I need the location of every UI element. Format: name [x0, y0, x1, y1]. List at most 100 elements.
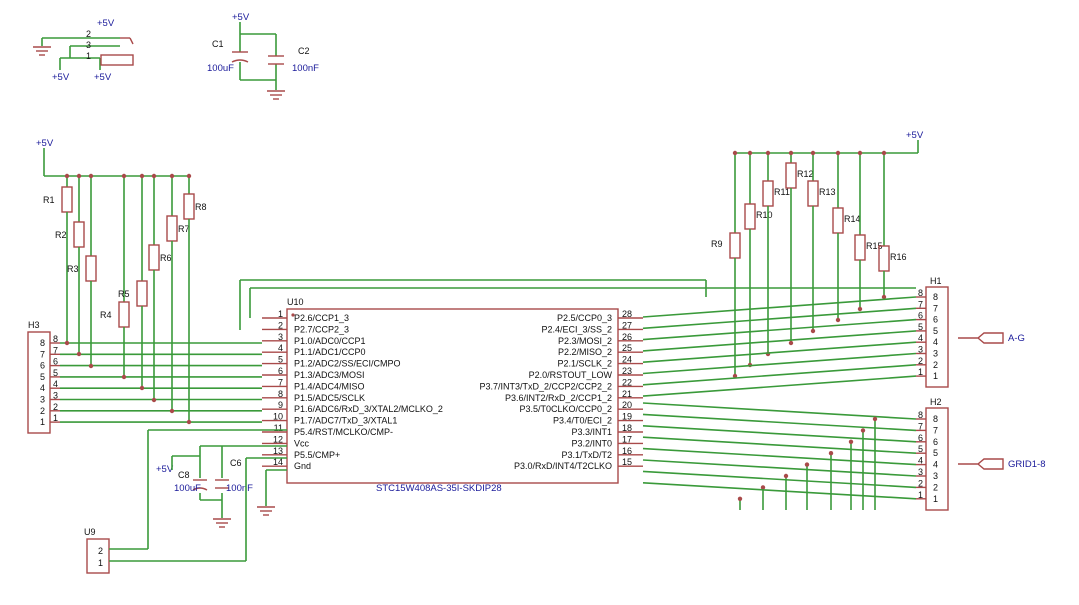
chip-pin-number: 28: [622, 309, 632, 319]
chip-pin-number: 12: [273, 434, 283, 444]
chip-pin-name: P3.6/INT2/RxD_2/CCP1_2: [505, 393, 612, 403]
chip-pin-number: 11: [274, 423, 283, 433]
chip-pin-number: 18: [622, 423, 632, 433]
chip-pin-number: 5: [278, 355, 283, 365]
resistor-r3-label: R3: [67, 264, 79, 274]
resistor-r11-label: R11: [774, 187, 790, 197]
c6-label: C6: [230, 458, 242, 468]
h3-pin-number: 3: [53, 391, 58, 401]
h3-pin-number: 2: [53, 402, 58, 412]
chip-ref: U10: [287, 297, 304, 307]
h3-pin-number: 2: [40, 406, 45, 416]
chip-pin-name: P3.1/TxD/T2: [561, 450, 612, 460]
resistor-r5-label: R5: [118, 289, 130, 299]
chip-pin-name: P2.0/RSTOUT_LOW: [529, 370, 613, 380]
h1-pin-number: 2: [918, 356, 923, 366]
chip-pin-number: 2: [278, 320, 283, 330]
switch-pin-3: 3: [86, 40, 91, 50]
h1-pin-number: 1: [918, 367, 923, 377]
chip-pin-name: P3.7/INT3/TxD_2/CCP2/CCP2_2: [479, 381, 612, 391]
h2-pin-number: 1: [918, 490, 923, 500]
chip-pin-name: P2.4/ECI_3/SS_2: [541, 324, 612, 334]
h2-pin-number: 2: [918, 478, 923, 488]
chip-pin-name: P2.5/CCP0_3: [557, 313, 612, 323]
chip-pin-number: 13: [273, 446, 283, 456]
h1-net-label: A-G: [1008, 333, 1025, 344]
chip-pin-name: P3.4/T0/ECI_2: [553, 416, 612, 426]
resistor-r12-label: R12: [797, 169, 814, 179]
h2-pin-number: 4: [918, 456, 923, 466]
chip-pin-name: P3.0/RxD/INT4/T2CLKO: [514, 461, 612, 471]
h3-pin-number: 8: [53, 334, 58, 344]
h2-ref: H2: [930, 397, 942, 407]
h3-pin-number: 1: [40, 417, 45, 427]
chip-pin-number: 22: [622, 377, 632, 387]
resistor-r4-label: R4: [100, 310, 112, 320]
chip-pin-name: P5.4/RST/MCLKO/CMP-: [294, 427, 393, 437]
chip-pin-name: P1.6/ADC6/RxD_3/XTAL2/MCLKO_2: [294, 404, 443, 414]
chip-pin-number: 16: [622, 446, 632, 456]
h2-pin-number: 7: [933, 425, 938, 435]
resistor-r16-label: R16: [890, 252, 907, 262]
chip-part: STC15W408AS-35I-SKDIP28: [376, 483, 502, 494]
h3-pin-number: 5: [40, 372, 45, 382]
resistor-r8-label: R8: [195, 202, 207, 212]
vcc-label: +5V: [906, 130, 924, 141]
chip-pin-name: P3.5/T0CLKO/CCP0_2: [519, 404, 612, 414]
h1-pin-number: 5: [933, 326, 938, 336]
resistor-r13-label: R13: [819, 187, 836, 197]
resistor-r9-label: R9: [711, 239, 723, 249]
chip-pin-name: P1.2/ADC2/SS/ECI/CMPO: [294, 359, 401, 369]
vcc-label: +5V: [36, 138, 54, 149]
c8-label: C8: [178, 470, 190, 480]
chip-pin-name: P3.2/INT0: [571, 438, 612, 448]
chip-pin-number: 4: [278, 343, 283, 353]
h3-pin-number: 6: [40, 361, 45, 371]
h1-pin-number: 7: [933, 303, 938, 313]
h2-pin-number: 6: [933, 437, 938, 447]
top-capacitors: +5V C1 100uF C2 100nF: [207, 12, 319, 100]
chip-pin-number: 6: [278, 366, 283, 376]
h1-pin-number: 4: [933, 337, 938, 347]
vcc-label: +5V: [94, 72, 112, 83]
switch-pin-1: 1: [86, 51, 91, 61]
connector-u9: U9 2 1: [84, 429, 287, 574]
chip-pin-number: 27: [622, 320, 632, 330]
chip-pin-number: 23: [622, 366, 632, 376]
chip-pin-name: P2.2/MISO_2: [558, 347, 612, 357]
chip-pin-number: 24: [622, 355, 632, 365]
h2-pin-number: 8: [933, 414, 938, 424]
top-switch: 2 3 1 +5V +5V +5V: [33, 18, 134, 83]
h1-pin-number: 6: [918, 311, 923, 321]
u9-ref: U9: [84, 527, 96, 537]
h2-pin-number: 7: [918, 421, 923, 431]
chip-pin-number: 14: [273, 457, 283, 467]
chip-pin-name: P5.5/CMP+: [294, 450, 340, 460]
vcc-label: +5V: [232, 12, 250, 23]
h2-pin-number: 4: [933, 460, 938, 470]
chip-pin-name: P1.7/ADC7/TxD_3/XTAL1: [294, 416, 397, 426]
u9-pin-2: 2: [98, 546, 103, 556]
h2-pin-number: 5: [933, 448, 938, 458]
h1-pin-number: 8: [918, 288, 923, 298]
h2-net-label: GRID1-8: [1008, 459, 1045, 470]
h3-pin-number: 5: [53, 368, 58, 378]
h3-pin-number: 6: [53, 357, 58, 367]
h3-pin-number: 7: [40, 349, 45, 359]
resistor-r6-label: R6: [160, 253, 172, 263]
resistor-r10-label: R10: [756, 210, 773, 220]
h1-pin-number: 2: [933, 360, 938, 370]
h2-pin-number: 3: [933, 471, 938, 481]
resistor-r14-label: R14: [844, 214, 861, 224]
c8-value: 100uF: [174, 483, 201, 494]
chip-pin-number: 3: [278, 332, 283, 342]
resistor-r1-label: R1: [43, 195, 55, 205]
vcc-label: +5V: [156, 464, 174, 475]
h1-ref: H1: [930, 276, 942, 286]
chip-pin-number: 20: [622, 400, 632, 410]
